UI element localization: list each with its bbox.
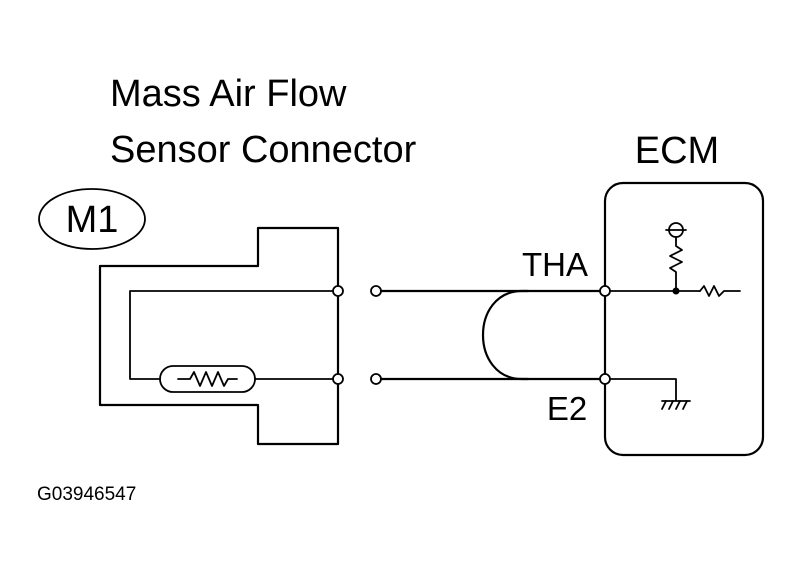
ecm-label: ECM (635, 130, 719, 172)
ecm-terminal-e2 (599, 373, 611, 385)
pullup-resistor-icon (669, 239, 683, 292)
voltage-source-icon (665, 222, 687, 241)
sensor-internal-wire (129, 290, 339, 380)
connector-code-label: M1 (66, 199, 119, 241)
sensor-terminal-tha (332, 285, 344, 297)
harness-terminal-tha (370, 285, 382, 297)
connector-code-ellipse (38, 188, 146, 250)
terminal-label-e2: E2 (547, 390, 587, 427)
title-line-2: Sensor Connector (110, 129, 417, 171)
connector-code-badge: M1 (38, 188, 146, 250)
ecm-box (603, 181, 765, 457)
sensor-connector-housing (98, 226, 340, 446)
harness-terminal-e2 (370, 373, 382, 385)
thermistor-icon (159, 365, 256, 393)
resistor-icon (699, 285, 741, 297)
terminal-label-tha: THA (522, 246, 588, 283)
sensor-terminal-e2 (332, 373, 344, 385)
ground-icon (661, 400, 691, 410)
ecm-terminal-tha (599, 285, 611, 297)
jumper-wire (481, 289, 530, 381)
title-line-1: Mass Air Flow (110, 73, 347, 115)
figure-code: G03946547 (37, 484, 136, 505)
ecm-internal-e2-wire (609, 378, 677, 401)
